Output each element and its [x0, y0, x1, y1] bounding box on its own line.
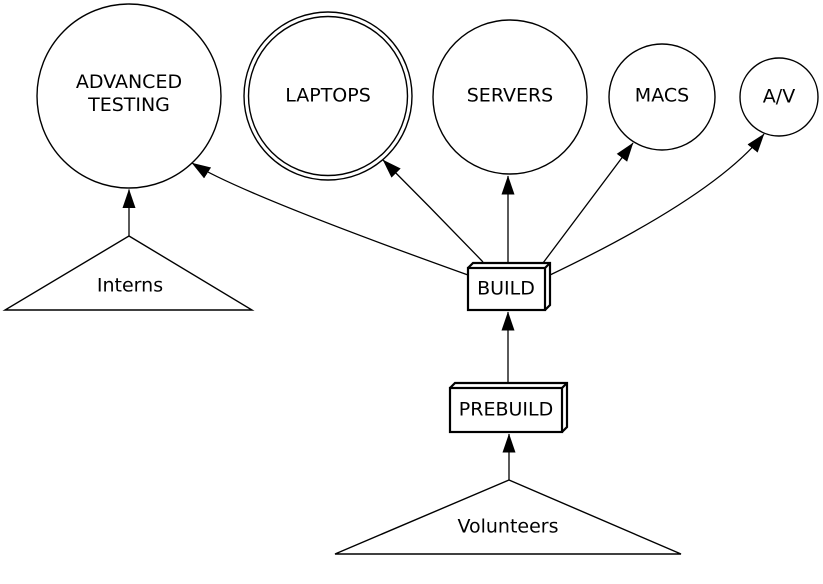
- edge-build-advanced-testing: [191, 162, 469, 276]
- edge-build-laptops: [382, 159, 484, 263]
- node-prebuild-box: [448, 381, 569, 434]
- edge-build-av: [549, 133, 765, 276]
- edge-build-macs: [542, 142, 634, 264]
- node-build-box: [466, 261, 552, 312]
- node-av-circle: [739, 57, 819, 137]
- node-volunteers-triangle: [334, 479, 682, 555]
- node-servers-circle: [432, 19, 588, 175]
- node-macs-circle: [608, 43, 716, 151]
- node-laptops-outer-circle: [243, 11, 413, 181]
- node-interns-triangle: [2, 235, 255, 311]
- node-advanced-testing-circle: [36, 3, 222, 189]
- node-laptops-inner-circle: [247, 15, 409, 177]
